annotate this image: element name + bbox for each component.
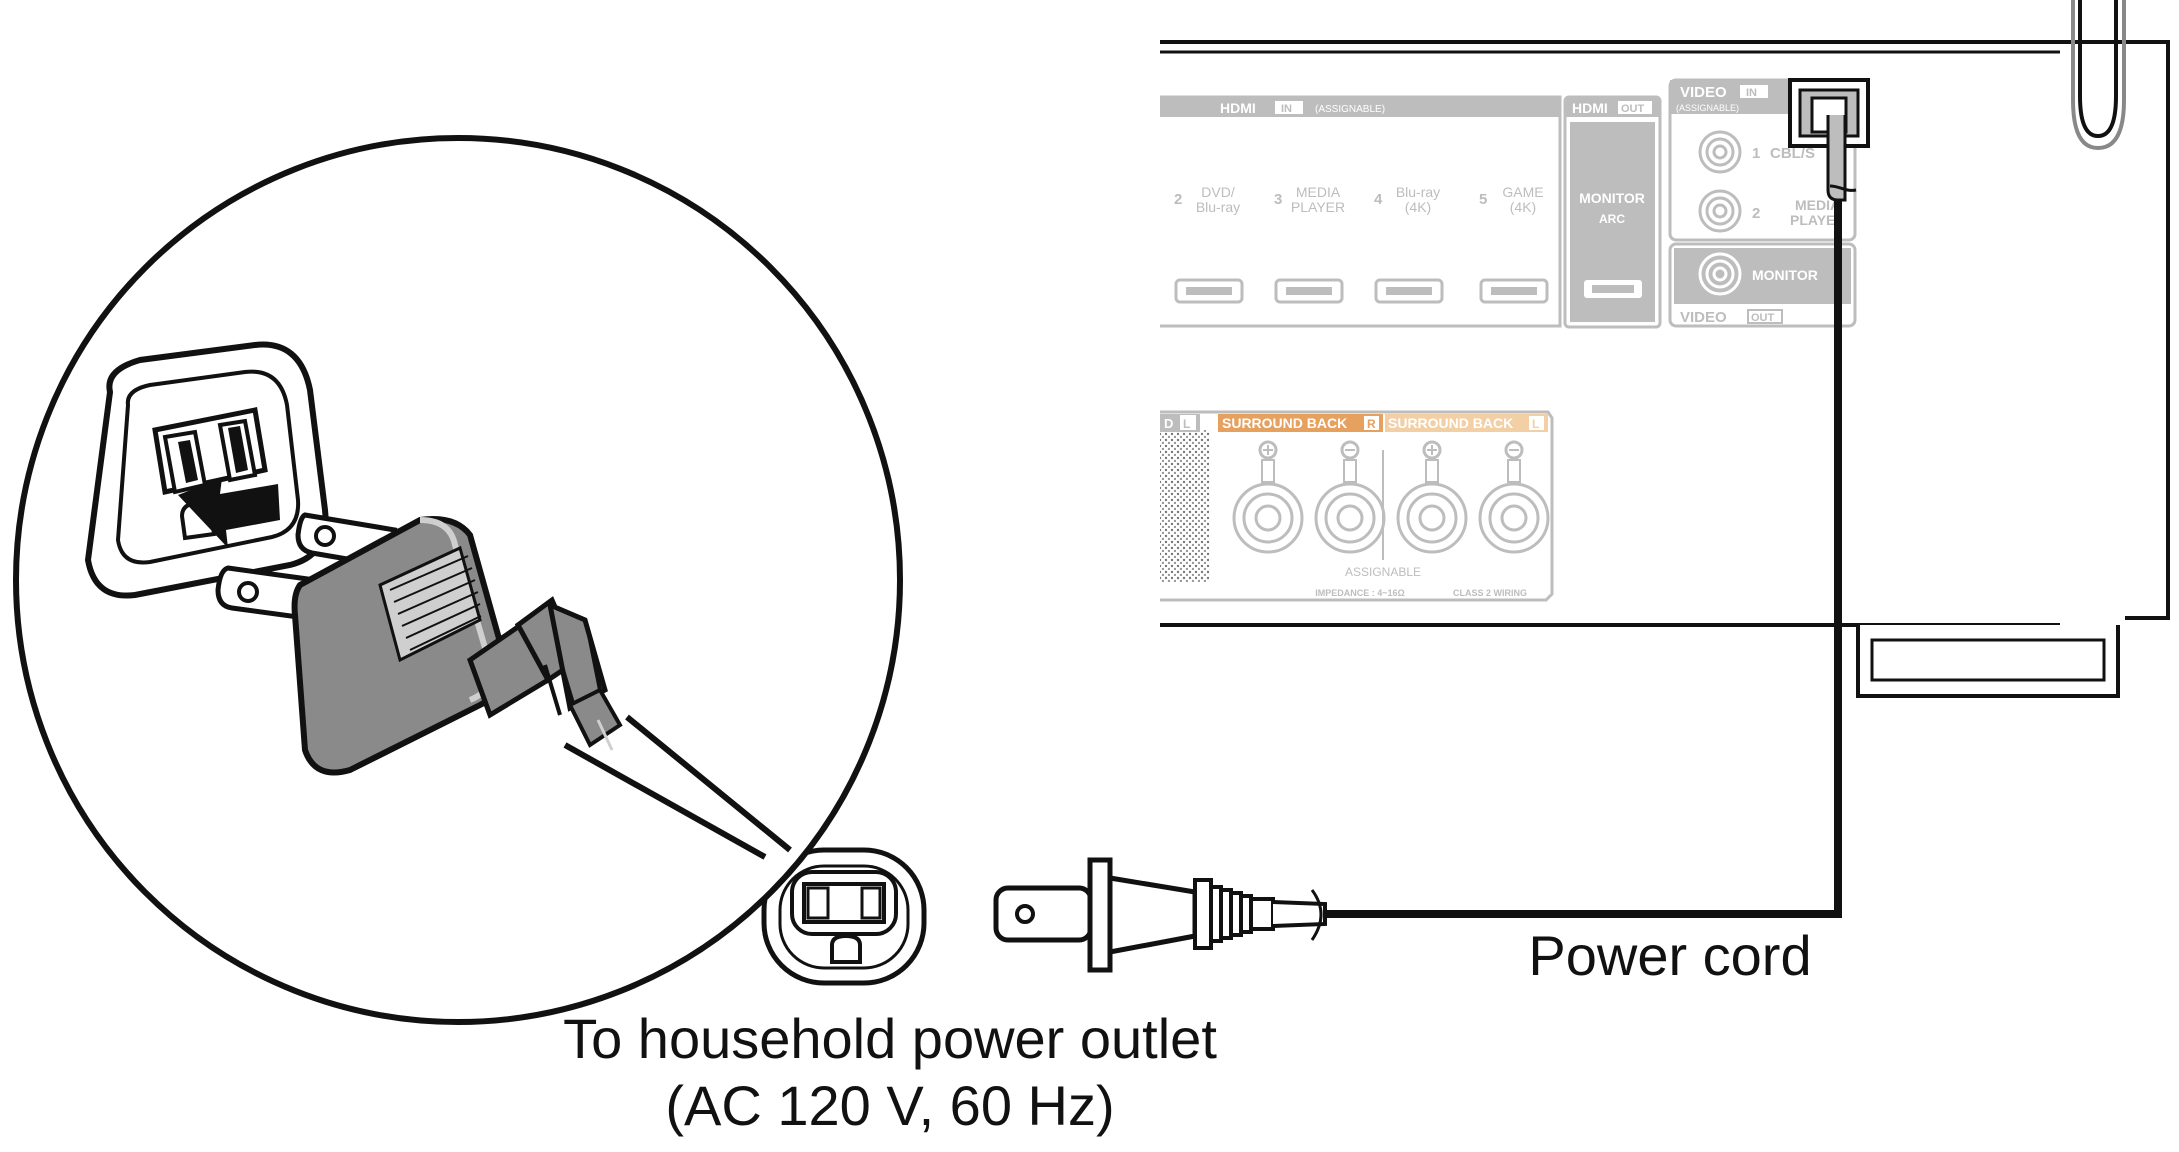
video-input-1-num: 1 <box>1752 145 1760 162</box>
video-in-tag: IN <box>1746 87 1757 99</box>
power-cord-line <box>1325 200 1842 918</box>
hdmi-input-label: DVD/ <box>1201 184 1235 200</box>
hdmi-out-tag: OUT <box>1621 103 1645 115</box>
speaker-terminal-icon <box>1232 440 1304 554</box>
impedance-label: IMPEDANCE : 4~16Ω <box>1315 588 1405 598</box>
video-monitor-label: MONITOR <box>1752 267 1818 283</box>
antenna-icon <box>2071 0 2126 151</box>
video-input-2-num: 2 <box>1752 205 1760 222</box>
hdmi-port-pins <box>1286 287 1332 295</box>
hdmi-input-num: 2 <box>1174 191 1182 208</box>
receiver-foot <box>1856 625 2120 698</box>
hdmi-input-num: 3 <box>1274 191 1282 208</box>
hdmi-port-pins <box>1386 287 1432 295</box>
hdmi-input-sublabel: PLAYER <box>1291 199 1345 215</box>
hdmi-input-sublabel: (4K) <box>1510 199 1536 215</box>
hdmi-in-note: (ASSIGNABLE) <box>1315 104 1385 115</box>
wall-outlet-large-icon <box>84 341 329 599</box>
hdmi-port-icon <box>1274 278 1344 304</box>
assignable-label: ASSIGNABLE <box>1345 565 1421 579</box>
surround-partial-ch: L <box>1183 417 1190 431</box>
surround-back-l-label: SURROUND BACK <box>1388 415 1513 431</box>
hdmi-port-icon <box>1374 278 1444 304</box>
insert-arrow-icon <box>178 478 280 548</box>
hdmi-input-num: 5 <box>1479 191 1487 208</box>
hdmi-in-section: HDMI IN (ASSIGNABLE) <box>1160 95 1562 328</box>
surround-partial-tag: D <box>1164 416 1173 431</box>
surround-speaker-section: D L SURROUND BACK R SURROUND BACK L ASSI… <box>1160 410 1554 602</box>
video-out-tag: OUT <box>1751 312 1775 324</box>
video-input-2-label: MEDIA <box>1795 197 1840 213</box>
wall-outlet-icon <box>761 847 927 986</box>
hdmi-port-pins <box>1186 287 1232 295</box>
surround-back-l-ch: L <box>1532 417 1539 431</box>
video-out-section: MONITOR VIDEO OUT <box>1668 242 1857 328</box>
rca-jack-icon <box>1698 130 1742 174</box>
outlet-label-line2: (AC 120 V, 60 Hz) <box>665 1074 1115 1138</box>
hdmi-input-sublabel: Blu-ray <box>1196 199 1240 215</box>
speaker-terminal-icon <box>1396 440 1468 554</box>
power-plug-large <box>215 512 623 776</box>
hdmi-input-port: 5 GAME(4K) <box>1479 184 1549 304</box>
hdmi-input-num: 4 <box>1374 191 1383 208</box>
hdmi-out-header: HDMI <box>1572 100 1608 116</box>
video-out-header: VIDEO <box>1680 309 1727 326</box>
surround-back-r-label: SURROUND BACK <box>1222 415 1347 431</box>
arc-label: ARC <box>1599 212 1625 226</box>
outlet-label-line1: To household power outlet <box>563 1007 1217 1070</box>
speaker-terminal-icon <box>1478 440 1550 554</box>
hdmi-out-section: HDMI OUT MONITOR ARC <box>1563 95 1662 329</box>
hdmi-input-sublabel: (4K) <box>1405 199 1431 215</box>
rca-jack-icon <box>1698 189 1742 233</box>
hdmi-input-port: 2 DVD/Blu-ray <box>1174 184 1244 304</box>
hdmi-port-pins <box>1491 287 1537 295</box>
hdmi-input-port: 4 Blu-ray(4K) <box>1374 184 1444 304</box>
small-power-plug <box>993 857 1327 973</box>
power-cord-label: Power cord <box>1528 924 1812 987</box>
hdmi-input-label: GAME <box>1502 184 1543 200</box>
speaker-terminals <box>1232 440 1550 554</box>
hdmi-in-header: HDMI <box>1220 100 1256 116</box>
hdmi-in-tag: IN <box>1281 103 1292 115</box>
video-input-2-label2: PLAYE <box>1790 212 1835 228</box>
outlet-label: To household power outlet (AC 120 V, 60 … <box>380 1005 1400 1139</box>
video-input-1-label: CBL/S <box>1770 145 1815 162</box>
video-in-header: VIDEO <box>1680 84 1727 101</box>
hdmi-input-label: Blu-ray <box>1396 184 1440 200</box>
hdmi-port-icon <box>1174 278 1244 304</box>
hdmi-port-icon <box>1479 278 1549 304</box>
rca-jack-icon <box>1698 252 1742 296</box>
speaker-terminal-icon <box>1314 440 1386 554</box>
ac-inlet-plug <box>1788 78 1870 202</box>
surround-back-r-ch: R <box>1367 417 1376 431</box>
class2-label: CLASS 2 WIRING <box>1453 588 1527 598</box>
video-in-note: (ASSIGNABLE) <box>1676 103 1739 113</box>
monitor-label: MONITOR <box>1579 190 1645 206</box>
hdmi-input-label: MEDIA <box>1296 184 1341 200</box>
